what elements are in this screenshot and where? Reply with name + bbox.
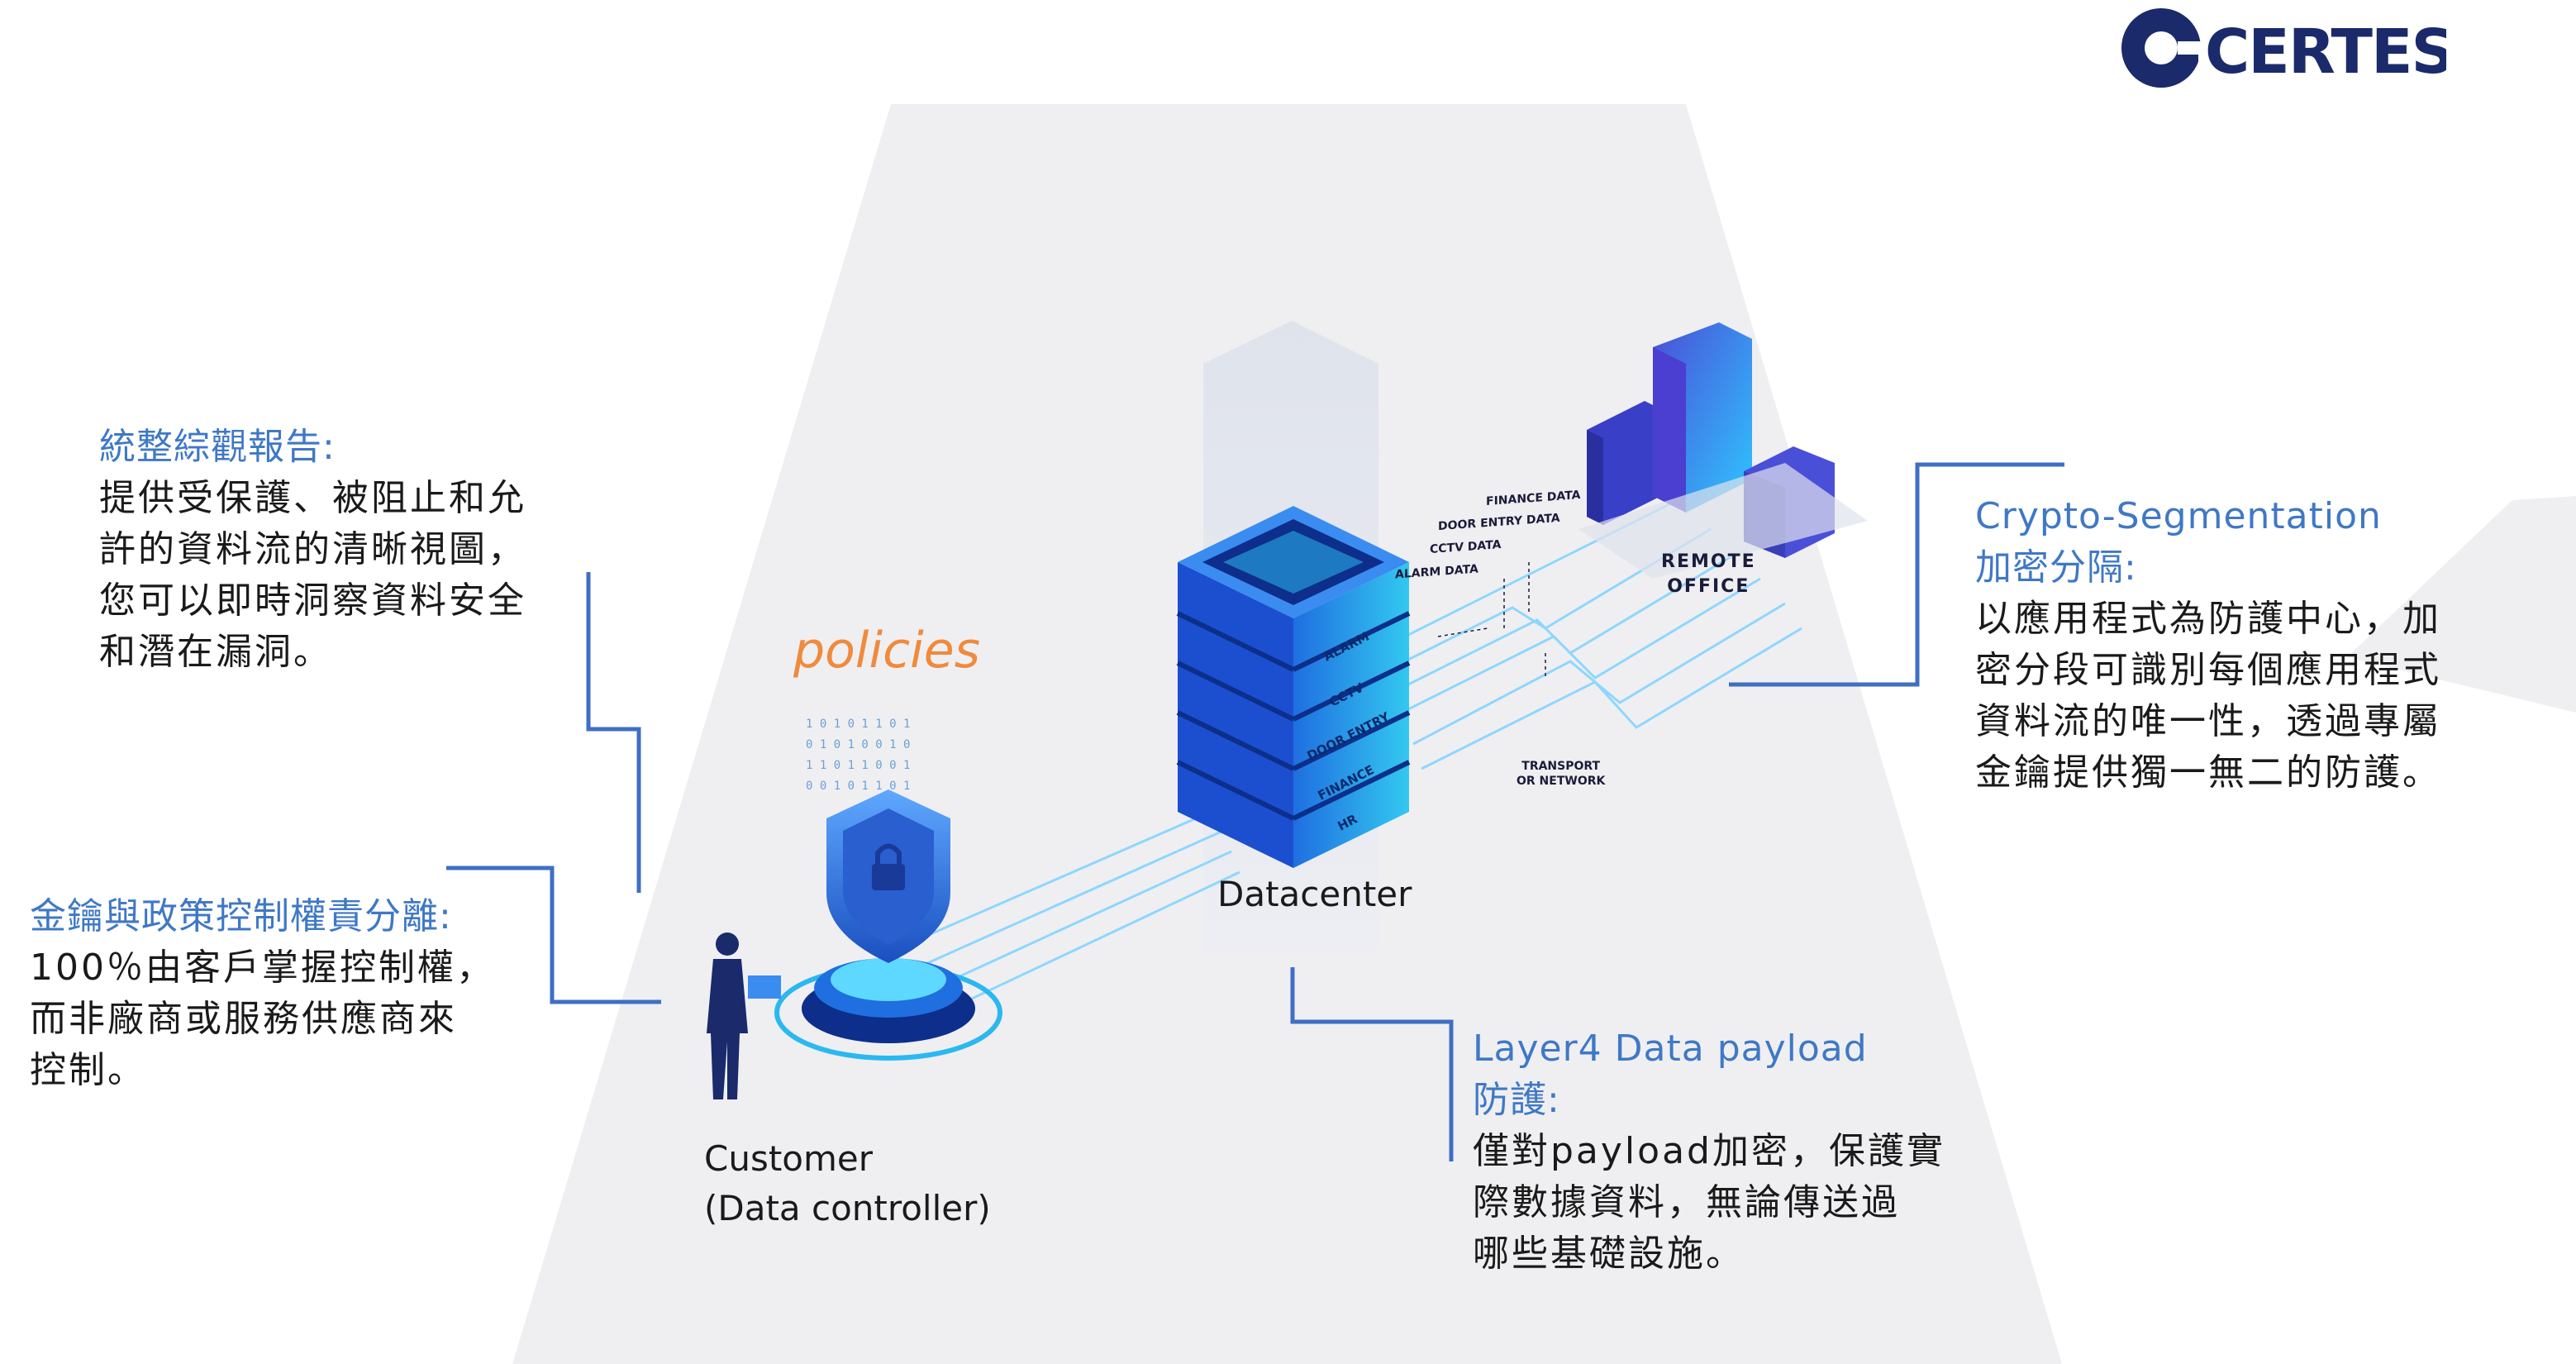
connector-crypto: [1729, 462, 2064, 687]
layer4-line-1: 僅對payload加密，保護實: [1473, 1130, 1945, 1172]
svg-text:0 1 0 1 0 0 1 0: 0 1 0 1 0 0 1 0: [806, 738, 910, 751]
layer4-line-2: 際數據資料，無論傳送過: [1473, 1181, 1900, 1223]
certes-logo: CERTES: [2121, 8, 2446, 88]
crypto-line-2: 密分段可識別每個應用程式: [1975, 649, 2441, 691]
transport-line-1: TRANSPORT: [1521, 760, 1601, 773]
connector-layer4: [1290, 967, 1454, 1161]
remote-office-buildings: [1578, 322, 1868, 579]
policies-label: policies: [793, 622, 980, 680]
crypto-line-4: 金鑰提供獨一無二的防護。: [1975, 751, 2441, 794]
remote-office-line-2: OFFICE: [1667, 576, 1750, 597]
server-stack: ALARM CCTV DOOR ENTRY FINANCE HR: [1176, 506, 1411, 868]
svg-text:1 0 1 0 1 1 0 1: 1 0 1 0 1 1 0 1: [806, 718, 910, 731]
customer-label: Customer (Data controller): [704, 1134, 991, 1233]
layer4-block: Layer4 Data payload 防護: 僅對payload加密，保護實 …: [1473, 1023, 1945, 1280]
connector-keys: [446, 866, 661, 1004]
report-heading: 統整綜觀報告:: [99, 426, 336, 468]
report-line-3: 您可以即時洞察資料安全: [99, 579, 526, 622]
customer-line-1: Customer: [704, 1138, 874, 1179]
report-line-4: 和潛在漏洞。: [99, 631, 332, 673]
crypto-heading-2: 加密分隔:: [1975, 546, 2137, 589]
person-figure: [707, 932, 781, 1099]
layer4-line-3: 哪些基礎設施。: [1473, 1233, 1745, 1275]
report-line-2: 許的資料流的清晰視圖，: [99, 528, 526, 570]
connector-report: [586, 572, 641, 893]
remote-office-line-1: REMOTE: [1661, 551, 1756, 572]
layer4-heading-1: Layer4 Data payload: [1473, 1028, 1868, 1070]
keys-block: 金鑰與政策控制權責分離: 100％由客戶掌握控制權， 而非廠商或服務供應商來 控…: [30, 891, 495, 1096]
layer4-heading-2: 防護:: [1473, 1079, 1560, 1121]
crypto-line-3: 資料流的唯一性，透過專屬: [1975, 700, 2441, 742]
binary-columns: 1 0 1 0 1 1 0 1 0 1 0 1 0 0 1 0 1 1 0 1 …: [806, 718, 910, 793]
keys-heading: 金鑰與政策控制權責分離:: [30, 895, 452, 937]
logo-text: CERTES: [2205, 17, 2446, 88]
transport-label: TRANSPORT OR NETWORK: [1517, 759, 1605, 789]
crypto-line-1: 以應用程式為防護中心，加: [1975, 598, 2441, 640]
background-triangle: [2347, 496, 2576, 713]
svg-text:0 0 1 0 1 1 0 1: 0 0 1 0 1 1 0 1: [806, 780, 910, 793]
report-block: 統整綜觀報告: 提供受保護、被阻止和允 許的資料流的清晰視圖， 您可以即時洞察資…: [99, 422, 526, 678]
crypto-block: Crypto-Segmentation 加密分隔: 以應用程式為防護中心，加 密…: [1975, 491, 2441, 799]
connector-lines: [446, 462, 2064, 1161]
customer-shield-illustration: 1 0 1 0 1 1 0 1 0 1 0 1 0 0 1 0 1 1 0 1 …: [707, 718, 1002, 1099]
customer-flow-lines: [892, 808, 1240, 1014]
datacenter-label: Datacenter: [1217, 874, 1412, 914]
remote-office-label: REMOTE OFFICE: [1661, 550, 1756, 599]
report-line-1: 提供受保護、被阻止和允: [99, 477, 526, 519]
keys-line-2: 而非廠商或服務供應商來: [30, 998, 457, 1040]
keys-line-3: 控制。: [30, 1049, 146, 1091]
transport-line-2: OR NETWORK: [1517, 775, 1606, 788]
customer-line-2: (Data controller): [704, 1188, 991, 1228]
keys-line-1: 100％由客戶掌握控制權，: [30, 947, 495, 989]
svg-text:1 1 0 1 1 0 0 1: 1 1 0 1 1 0 0 1: [806, 759, 910, 772]
crypto-heading-1: Crypto-Segmentation: [1975, 495, 2382, 537]
